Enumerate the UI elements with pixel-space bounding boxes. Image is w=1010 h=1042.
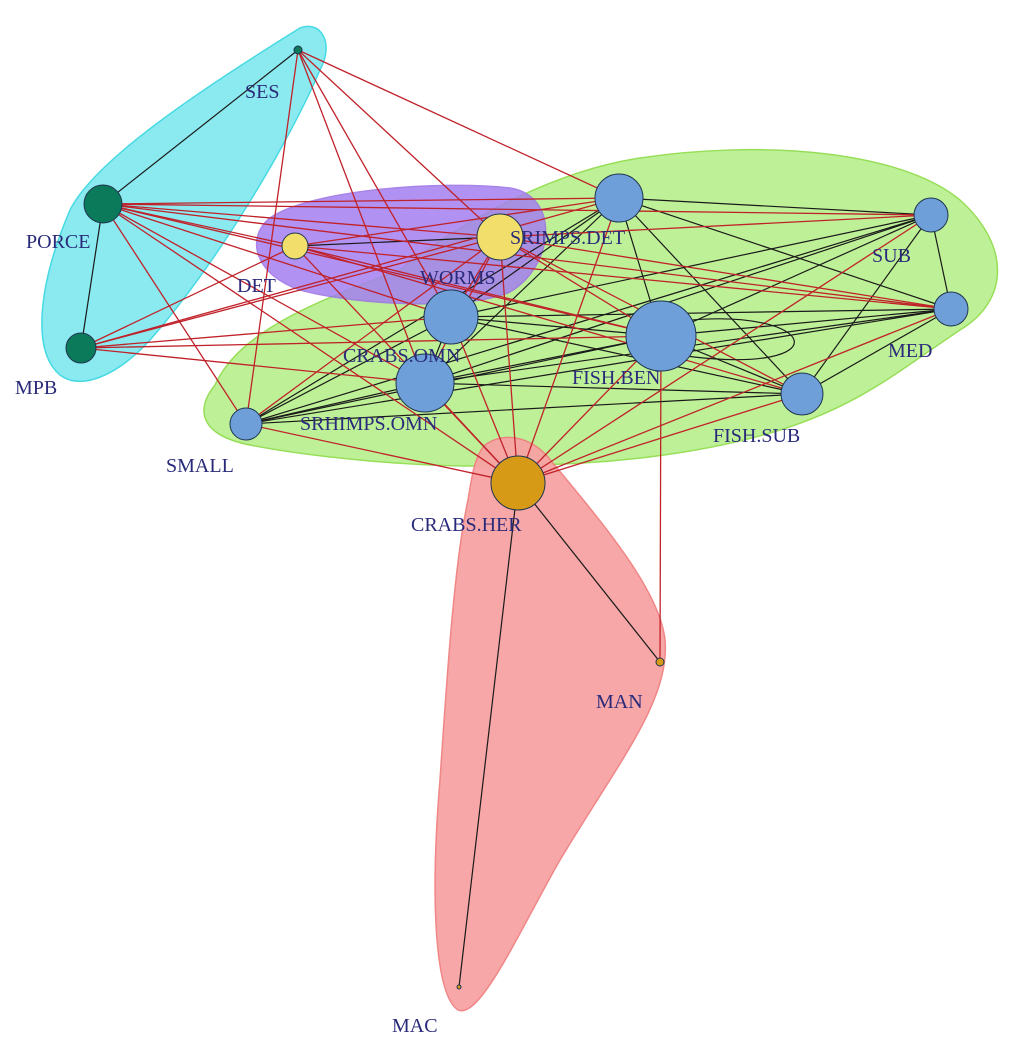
node-label-crabs-her: CRABS.HER <box>411 514 522 536</box>
edge-crabs-her-fish-sub <box>517 393 803 484</box>
node-label-sub: SUB <box>872 245 911 267</box>
edge-crabs-omn-fish-sub <box>450 316 803 395</box>
edge-worms-small <box>245 236 501 425</box>
node-label-small: SMALL <box>166 455 234 477</box>
edge-ses-srhimps-omn <box>297 49 426 384</box>
node-label-ses: SES <box>245 81 279 103</box>
node-porce <box>83 184 123 224</box>
node-label-porce: PORCE <box>26 231 90 253</box>
node-label-mpb: MPB <box>15 377 57 399</box>
edge-porce-mpb <box>80 203 104 349</box>
edge-srhimps-omn-fish-sub <box>424 382 803 395</box>
edge-sub-fish-ben <box>660 214 932 337</box>
edge-crabs-her-mac <box>458 482 519 988</box>
group-hull-red <box>434 436 667 1012</box>
edge-mpb-srhimps-omn <box>80 347 426 384</box>
node-label-srhimps-omn: SRHIMPS.OMN <box>300 413 437 435</box>
node-label-crabs-omn: CRABS.OMN <box>343 345 460 367</box>
edge-mpb-srimps-det <box>80 197 620 349</box>
edge-med-fish-sub <box>801 308 952 395</box>
edge-ses-porce <box>102 49 299 205</box>
node-label-mac: MAC <box>392 1015 438 1037</box>
node-mpb <box>65 332 97 364</box>
node-med <box>933 291 969 327</box>
node-fish-ben <box>625 300 697 372</box>
node-label-det: DET <box>237 275 276 297</box>
node-sub <box>913 197 949 233</box>
edge-crabs-her-srimps-det <box>517 197 620 484</box>
node-srhimps-omn <box>395 353 455 413</box>
edge-porce-med <box>102 203 952 310</box>
node-label-fish-ben: FISH.BEN <box>572 367 660 389</box>
edge-det-srimps-det <box>294 197 620 247</box>
edge-det-fish-sub <box>294 245 803 395</box>
edge-srimps-det-fish-sub <box>618 197 803 395</box>
node-label-srimps-det: SRIMPS.DET <box>510 227 625 249</box>
edge-mpb-fish-ben <box>80 335 662 349</box>
node-ses <box>293 45 303 55</box>
edge-det-worms <box>294 236 501 247</box>
node-label-man: MAN <box>596 691 643 713</box>
node-label-worms: WORMS <box>420 267 496 289</box>
edge-ses-worms <box>297 49 501 238</box>
edge-ses-small <box>245 49 299 425</box>
edge-srimps-det-med <box>618 197 952 310</box>
edge-sub-fish-sub <box>801 214 932 395</box>
node-label-fish-sub: FISH.SUB <box>713 425 800 447</box>
edge-ses-srimps-det <box>297 49 620 199</box>
edge-porce-small <box>102 203 247 425</box>
edge-crabs-her-med <box>517 308 952 484</box>
edge-crabs-omn-small <box>245 316 452 425</box>
nodes-layer <box>65 45 969 990</box>
edge-det-med <box>294 245 952 310</box>
edge-porce-srimps-det <box>102 197 620 205</box>
edge-mpb-crabs-omn <box>80 316 452 349</box>
edge-med-small <box>245 308 952 425</box>
node-det <box>281 232 309 260</box>
edges-layer <box>80 49 952 988</box>
edge-det-fish-ben <box>294 245 662 337</box>
edge-porce-crabs-omn <box>102 203 452 318</box>
edge-med-fish-ben <box>660 308 952 337</box>
node-crabs-omn <box>423 289 479 345</box>
edge-srimps-det-srhimps-omn <box>424 197 620 384</box>
edge-ses-crabs-omn <box>297 49 452 318</box>
node-small <box>229 407 263 441</box>
node-man <box>655 657 665 667</box>
edge-porce-worms <box>102 203 501 238</box>
group-hull-purple <box>255 184 547 305</box>
edge-crabs-her-crabs-omn <box>450 316 519 484</box>
edge-sub-srhimps-omn <box>424 214 932 384</box>
edge-worms-med <box>499 236 952 310</box>
labels-layer: SES PORCE MPB DET WORMS SRIMPS.DET SUB MED CRABS… <box>15 81 932 1037</box>
edge-crabs-her-man <box>517 482 661 663</box>
edge-crabs-her-sub <box>517 214 932 484</box>
edge-mpb-det <box>80 245 296 349</box>
node-fish-sub <box>780 372 824 416</box>
node-worms <box>476 213 524 261</box>
edge-fish-sub-small <box>245 393 803 425</box>
edge-porce-fish-ben <box>102 203 662 337</box>
edge-sub-crabs-omn <box>450 214 932 318</box>
edge-porce-srhimps-omn <box>102 203 426 384</box>
group-hull-cyan <box>41 25 327 383</box>
edge-worms-crabs-her <box>499 236 519 484</box>
edge-mpb-worms <box>80 236 501 349</box>
node-srimps-det <box>594 173 644 223</box>
edge-srhimps-omn-small <box>245 382 426 425</box>
edge-srimps-det-sub <box>618 197 932 216</box>
node-crabs-her <box>490 455 546 511</box>
edge-porce-sub <box>102 203 932 216</box>
edge-crabs-her-small <box>245 423 519 484</box>
node-label-med: MED <box>888 340 932 362</box>
node-mac <box>456 984 462 990</box>
edge-fish-ben-self-loop <box>680 318 795 361</box>
edge-worms-sub <box>499 214 932 238</box>
